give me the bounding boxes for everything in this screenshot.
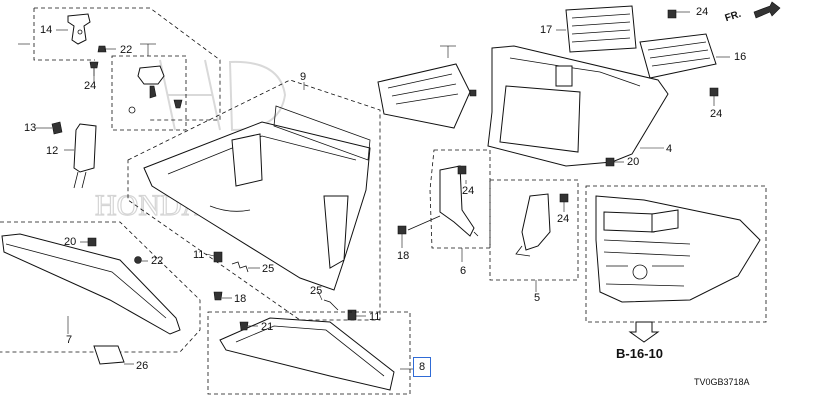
- diagram-code: TV0GB3718A: [694, 377, 750, 387]
- part-17-vent: [556, 5, 637, 53]
- callout-25a: 25: [262, 263, 275, 275]
- part-22-clip-b: [134, 256, 148, 264]
- callout-11b: 11: [369, 311, 381, 323]
- part-24-bolt-b: [667, 9, 690, 19]
- callout-20b: 20: [627, 156, 640, 168]
- callout-24d: 24: [462, 185, 475, 197]
- callout-21: 21: [261, 321, 274, 333]
- callout-25b: 25: [310, 285, 323, 297]
- callout-24b: 24: [696, 6, 709, 18]
- callout-18b: 18: [397, 250, 410, 262]
- part-13-clip: [36, 121, 63, 135]
- front-arrow-icon: [753, 1, 781, 19]
- part-11-damper-a: [213, 251, 223, 263]
- part-5-bracket: [515, 193, 551, 257]
- group-outline-8: [207, 311, 411, 395]
- part-switch: [128, 65, 183, 114]
- callout-18a: 18: [234, 293, 247, 305]
- part-18-screw-b: [397, 225, 407, 248]
- callout-22a: 22: [120, 44, 133, 56]
- group-outline-14b: [33, 8, 95, 61]
- group-outline-5: [489, 179, 579, 281]
- callout-7: 7: [66, 334, 73, 346]
- part-24-bolt-d: [457, 165, 467, 184]
- part-18-screw-a: [213, 291, 223, 301]
- part-22-clip: [97, 45, 107, 53]
- part-24-bolt-c: [709, 87, 719, 106]
- callout-8-highlight[interactable]: 8: [413, 357, 431, 377]
- callout-24c: 24: [710, 108, 723, 120]
- part-21-screw: [239, 321, 258, 331]
- part-8-glove-box-lower: [219, 317, 395, 391]
- group-outline-9: [127, 79, 381, 321]
- part-24-bolt-e: [559, 193, 569, 212]
- part-audio-panel: [595, 195, 761, 303]
- callout-9: 9: [300, 71, 307, 83]
- part-11-damper-b: [347, 309, 357, 321]
- part-4-center-panel: [487, 45, 669, 167]
- group-outline-7: [0, 221, 201, 353]
- callout-17: 17: [540, 24, 553, 36]
- callout-24e: 24: [557, 213, 570, 225]
- part-24-bolt-a: [89, 61, 99, 76]
- part-25-spring-b: [323, 299, 339, 311]
- callout-14: 14: [40, 24, 53, 36]
- part-16-vent: [639, 33, 730, 79]
- callout-12: 12: [46, 145, 59, 157]
- part-9-glove-box: [143, 105, 371, 291]
- part-20-clip-a: [80, 237, 97, 247]
- reference-arrow-icon: [628, 321, 660, 343]
- part-14-bracket: [67, 13, 91, 45]
- group-outline-14: [34, 7, 221, 121]
- part-26-cover: [93, 345, 134, 365]
- part-12-holder: [64, 123, 97, 189]
- callout-16: 16: [734, 51, 747, 63]
- callout-24a: 24: [84, 80, 97, 92]
- part-20-clip-b: [605, 157, 624, 167]
- group-outline-audio: [585, 185, 767, 323]
- callout-4: 4: [666, 143, 673, 155]
- part-6-bracket: [407, 165, 479, 237]
- part-7-lower-panel: [1, 233, 181, 335]
- callout-22b: 22: [151, 255, 164, 267]
- callout-20a: 20: [64, 236, 77, 248]
- group-outline-6: [429, 149, 491, 249]
- part-center-panel: [377, 45, 477, 129]
- callout-5: 5: [534, 292, 541, 304]
- callout-6: 6: [460, 265, 467, 277]
- callout-11a: 11: [193, 249, 205, 261]
- reference-label[interactable]: B-16-10: [616, 346, 663, 361]
- callout-13: 13: [24, 122, 37, 134]
- group-outline-switch: [111, 55, 187, 131]
- part-25-spring-a: [231, 261, 249, 273]
- callout-26: 26: [136, 360, 149, 372]
- callout-8: 8: [419, 361, 426, 373]
